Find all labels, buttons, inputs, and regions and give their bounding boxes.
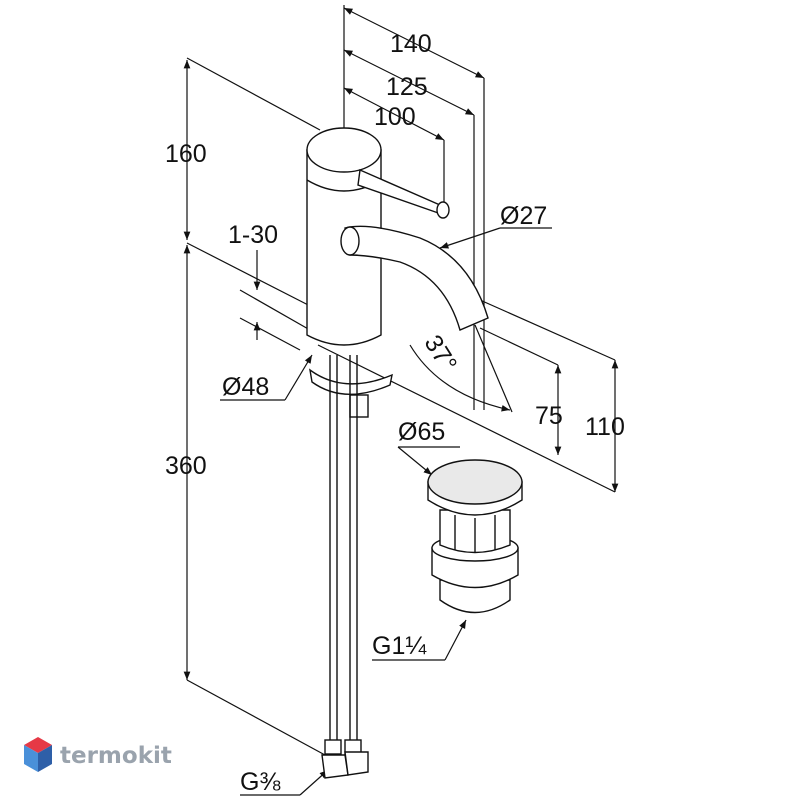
- label-100: 100: [374, 103, 416, 131]
- label-75: 75: [535, 402, 563, 430]
- logo-left-face: [24, 745, 38, 772]
- leader-g38: [299, 769, 329, 796]
- label-110: 110: [585, 413, 625, 441]
- label-160: 160: [165, 140, 207, 168]
- mount-flange: [309, 368, 393, 395]
- waste-cap-top: [427, 459, 523, 505]
- watermark-text: termokit: [60, 743, 172, 769]
- label-dia-65: Ø65: [398, 418, 445, 446]
- waste-thread-body: [439, 579, 511, 614]
- dim-line-100: [343, 87, 445, 141]
- leader-27: [439, 227, 501, 249]
- watermark-logo-icon: [24, 737, 52, 772]
- hose-fitting-left: [324, 739, 342, 755]
- label-angle-37: 37°: [419, 330, 463, 377]
- faucet: [306, 127, 489, 779]
- leader-g114: [444, 619, 467, 661]
- thread-g38-fraction: ⅜: [259, 768, 280, 796]
- dimension-labels: 140 125 100 160 360 1-30 Ø27 Ø48 37° 75 …: [165, 30, 625, 796]
- label-1-30: 1-30: [228, 221, 278, 249]
- leader-65: [397, 446, 433, 476]
- ext-line-110-top: [479, 299, 616, 361]
- lever-tip: [436, 201, 450, 219]
- mount-nut: [349, 394, 369, 418]
- ext-line-base: [317, 344, 616, 493]
- ext-line-1-30-b: [239, 317, 301, 351]
- label-thread-g38: G⅜: [240, 768, 280, 796]
- ext-line-75-top: [479, 327, 559, 366]
- label-dia-48: Ø48: [222, 373, 269, 401]
- ext-line-top: [186, 57, 321, 131]
- thread-g38-prefix: G: [240, 768, 259, 796]
- hose-nut-right: [344, 751, 369, 776]
- faucet-top-cap: [306, 127, 382, 173]
- waste-valve: [427, 459, 523, 614]
- logo-right-face: [38, 745, 52, 772]
- label-thread-g114: G1¼: [372, 632, 427, 660]
- spout: [344, 225, 489, 331]
- angle-arc: [409, 344, 511, 412]
- ext-line-1-30-a: [239, 289, 311, 331]
- label-360: 360: [165, 452, 207, 480]
- dimension-lines: [183, 5, 619, 796]
- label-125: 125: [386, 73, 428, 101]
- label-140: 140: [390, 30, 432, 58]
- spout-base: [340, 226, 360, 256]
- angle-line: [474, 324, 513, 413]
- watermark: termokit: [24, 737, 172, 772]
- hose-nut-left: [321, 754, 349, 779]
- label-dia-27: Ø27: [500, 202, 547, 230]
- leader-48: [284, 354, 313, 401]
- ext-line-bottom: [186, 679, 326, 756]
- dim-line-125: [343, 49, 475, 116]
- thread-g114-prefix: G1: [372, 632, 405, 660]
- ext-line-mount: [186, 242, 319, 311]
- thread-g114-fraction: ¼: [405, 632, 427, 660]
